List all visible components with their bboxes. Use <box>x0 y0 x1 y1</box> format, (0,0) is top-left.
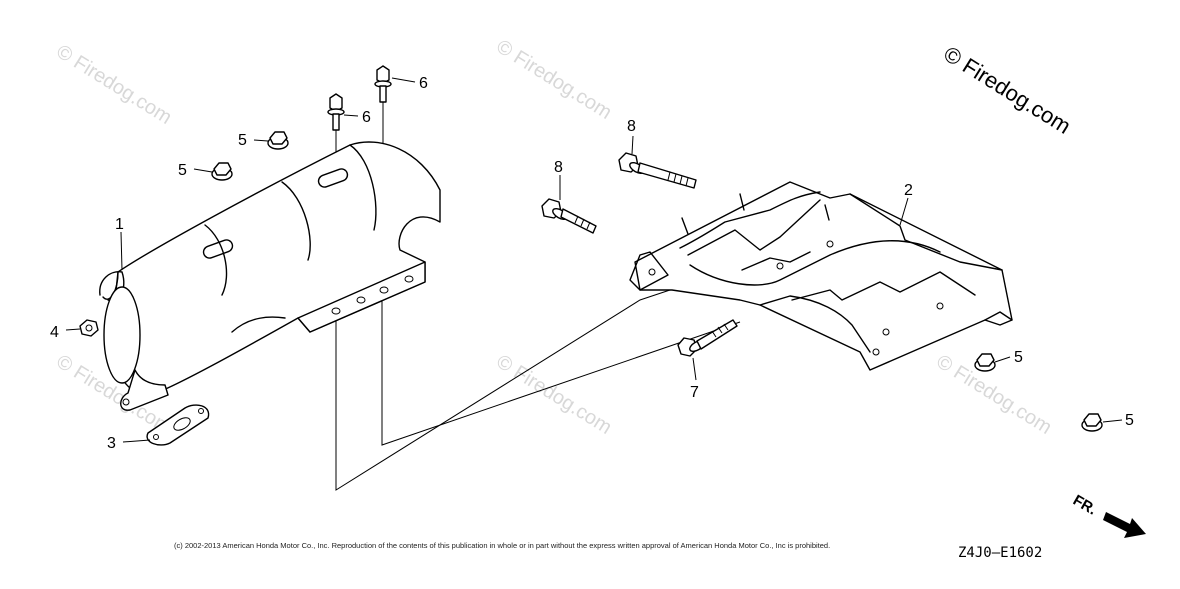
flange-bolt-6a <box>327 93 345 131</box>
callout-2: 2 <box>904 182 913 199</box>
callout-3: 3 <box>107 435 116 452</box>
watermark: © Firedog.com <box>52 41 175 129</box>
callout-1: 1 <box>115 216 124 233</box>
diagram-code: Z4J0—E1602 <box>958 545 1043 561</box>
watermark-dark: © Firedog.com <box>939 41 1075 139</box>
flange-nut-5a <box>267 131 289 150</box>
callout-4: 4 <box>50 324 59 341</box>
front-direction-indicator: FR. <box>1070 492 1146 538</box>
callout-8: 8 <box>554 159 563 176</box>
bolt-8b <box>541 198 597 234</box>
muffler-protector <box>99 141 441 411</box>
nut-part-4 <box>79 319 99 337</box>
front-label: FR. <box>1070 492 1099 519</box>
callout-6: 6 <box>362 109 371 126</box>
bolt-8a <box>618 152 697 189</box>
callout-5: 5 <box>178 162 187 179</box>
gasket <box>146 404 210 446</box>
callout-6: 6 <box>419 75 428 92</box>
callout-5: 5 <box>1014 349 1023 366</box>
bolt-7 <box>677 319 738 357</box>
callout-5: 5 <box>238 132 247 149</box>
callout-8: 8 <box>627 118 636 135</box>
watermark: © Firedog.com <box>492 36 615 124</box>
flange-bolt-6b <box>374 65 392 103</box>
callout-7: 7 <box>690 384 699 401</box>
front-arrow-icon <box>1103 512 1146 538</box>
flange-nut-5c <box>974 353 996 372</box>
watermark: © Firedog.com <box>492 351 615 439</box>
leader-lines <box>65 77 1123 443</box>
flange-nut-5b <box>211 162 233 181</box>
copyright-notice: (c) 2002-2013 American Honda Motor Co., … <box>174 541 831 550</box>
flange-nut-5d <box>1081 413 1103 432</box>
muffler-cover <box>629 181 1013 371</box>
callout-5: 5 <box>1125 412 1134 429</box>
